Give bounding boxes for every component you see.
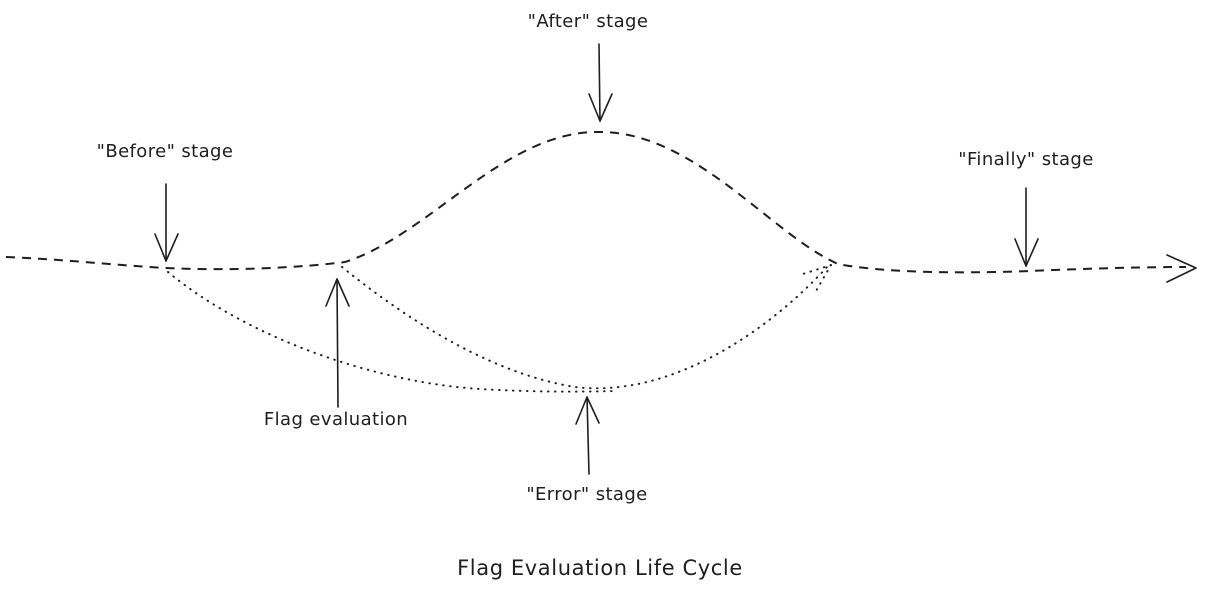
label-before-stage: "Before" stage [96, 141, 234, 162]
finally-stage-arrow [1014, 187, 1039, 267]
label-after-stage: "After" stage [527, 11, 649, 32]
flow-arrowhead-icon [1166, 254, 1197, 283]
after-stage-arrow [588, 43, 613, 122]
label-flag-evaluation: Flag evaluation [263, 409, 409, 430]
before-stage-arrow [154, 183, 179, 262]
flag-eval-error-dotted-path [341, 265, 829, 390]
dotted-arrowhead-icon [802, 264, 832, 292]
error-stage-arrow [575, 396, 600, 475]
main-flow-dashed-line [5, 130, 1187, 274]
before-error-dotted-path [167, 271, 615, 393]
label-error-stage: "Error" stage [526, 484, 648, 505]
flag-evaluation-arrow [325, 278, 350, 408]
label-finally-stage: "Finally" stage [958, 149, 1094, 170]
diagram-title: Flag Evaluation Life Cycle [457, 556, 743, 580]
